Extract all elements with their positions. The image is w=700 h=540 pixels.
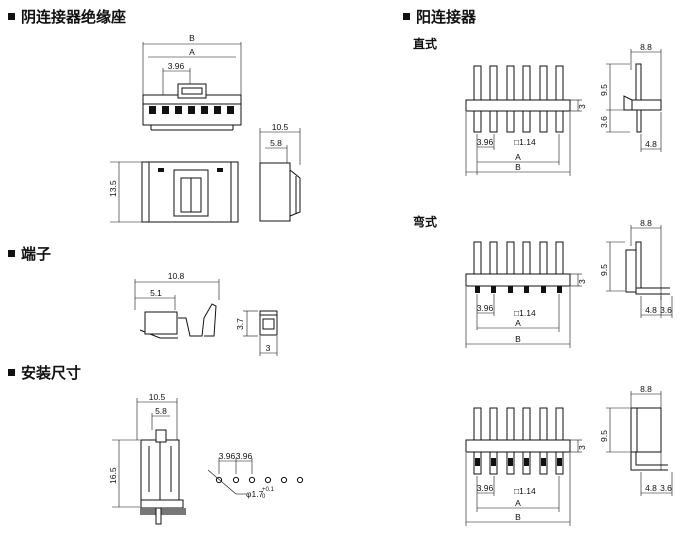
dim-hole-tolerance-lower: 0 bbox=[262, 494, 266, 500]
dim-straight-pin-label: □1.14 bbox=[514, 137, 536, 147]
dim-10-5-label: 10.5 bbox=[272, 122, 289, 132]
dim-hole-pitch-2-label: 3.96 bbox=[236, 451, 253, 461]
male-bent-front-view: 3 3.96 □1.14 A B bbox=[465, 241, 587, 348]
dim-13-5-label: 13.5 bbox=[108, 180, 118, 197]
dim-bent1-3-6-label: 3.6 bbox=[660, 305, 672, 315]
heading-female-connector-label: 阴连接器绝缘座 bbox=[21, 8, 127, 26]
dim-bent2-3-6-label: 3.6 bbox=[660, 483, 672, 493]
dim-mount-10-5-label: 10.5 bbox=[149, 392, 166, 402]
label-bent: 弯式 bbox=[413, 215, 438, 229]
bullet-icon bbox=[403, 13, 410, 20]
heading-terminal: 端子 bbox=[8, 243, 51, 264]
male-bent2-side-view: 8.8 9.5 4.8 3.6 bbox=[599, 384, 673, 496]
dim-5-8-label: 5.8 bbox=[270, 138, 282, 148]
dim-bent1-9-5-label: 9.5 bbox=[599, 264, 609, 276]
dim-hole-pitch-1-label: 3.96 bbox=[219, 451, 236, 461]
dim-straight-8-8-label: 8.8 bbox=[640, 42, 652, 52]
dim-straight-pitch-label: 3.96 bbox=[477, 137, 494, 147]
mounting-side-view: 10.5 5.8 16.5 bbox=[108, 392, 186, 525]
male-straight-side-view: 8.8 9.5 3.6 4.8 bbox=[599, 42, 662, 152]
female-housing-side-view: 10.5 5.8 bbox=[259, 122, 301, 222]
dim-5-1-label: 5.1 bbox=[150, 288, 162, 298]
female-housing-top-view: 13.5 bbox=[108, 161, 239, 223]
mounting-hole-pattern: 3.96 3.96 φ1.7 +0.1 0 bbox=[207, 451, 304, 500]
heading-male-connector-label: 阳连接器 bbox=[416, 8, 477, 26]
dim-bent2-A-label: A bbox=[515, 498, 521, 508]
dim-straight-9-5-label: 9.5 bbox=[599, 84, 609, 96]
terminal-front-view: 3.7 3 bbox=[235, 310, 278, 356]
dim-10-8-label: 10.8 bbox=[168, 271, 185, 281]
dim-hole-tolerance-upper: +0.1 bbox=[262, 487, 275, 493]
female-housing-front-view: B A 3.96 bbox=[142, 33, 242, 131]
heading-terminal-label: 端子 bbox=[21, 245, 52, 263]
dim-3-7-label: 3.7 bbox=[235, 318, 245, 330]
dim-straight-4-8-label: 4.8 bbox=[645, 139, 657, 149]
dim-mount-5-8-label: 5.8 bbox=[155, 406, 167, 416]
terminal-side-view: 10.8 5.1 bbox=[134, 271, 220, 339]
male-bent-side-view: 8.8 9.5 4.8 3.6 bbox=[599, 218, 673, 318]
dim-bent2-pitch-label: 3.96 bbox=[477, 483, 494, 493]
dim-straight-B-label: B bbox=[515, 162, 521, 172]
dim-pitch-label: 3.96 bbox=[168, 61, 185, 71]
dim-bent2-3-label: 3 bbox=[577, 445, 587, 450]
dim-straight-A-label: A bbox=[515, 152, 521, 162]
dim-bent1-4-8-label: 4.8 bbox=[645, 305, 657, 315]
heading-female-connector: 阴连接器绝缘座 bbox=[8, 6, 126, 27]
dim-bent2-9-5-label: 9.5 bbox=[599, 430, 609, 442]
dim-bent1-3-label: 3 bbox=[577, 279, 587, 284]
dim-bent2-pin-label: □1.14 bbox=[514, 486, 536, 496]
dim-hole-diameter-label: φ1.7 bbox=[246, 489, 264, 499]
dim-3-label: 3 bbox=[266, 343, 271, 353]
dim-bent1-A-label: A bbox=[515, 318, 521, 328]
bullet-icon bbox=[8, 369, 15, 376]
bullet-icon bbox=[8, 13, 15, 20]
dim-bent1-8-8-label: 8.8 bbox=[640, 218, 652, 228]
dim-straight-3-6-label: 3.6 bbox=[599, 116, 609, 128]
dim-B-label: B bbox=[189, 33, 195, 43]
dim-straight-3-label: 3 bbox=[577, 104, 587, 109]
heading-mounting: 安装尺寸 bbox=[8, 362, 81, 383]
dim-A-label: A bbox=[189, 47, 195, 57]
male-straight-front-view: 3 3.96 □1.14 A B bbox=[465, 65, 587, 176]
dim-16-5-label: 16.5 bbox=[108, 467, 118, 484]
bullet-icon bbox=[8, 250, 15, 257]
heading-male-connector: 阳连接器 bbox=[403, 6, 476, 27]
heading-mounting-label: 安装尺寸 bbox=[21, 364, 82, 382]
dim-bent2-B-label: B bbox=[515, 512, 521, 522]
label-straight: 直式 bbox=[413, 37, 438, 51]
dim-bent2-4-8-label: 4.8 bbox=[645, 483, 657, 493]
dim-bent1-pitch-label: 3.96 bbox=[477, 303, 494, 313]
dim-bent1-B-label: B bbox=[515, 334, 521, 344]
male-bent2-front-view: 3 3.96 □1.14 A B bbox=[465, 407, 587, 526]
dim-bent1-pin-label: □1.14 bbox=[514, 308, 536, 318]
dim-bent2-8-8-label: 8.8 bbox=[640, 384, 652, 394]
